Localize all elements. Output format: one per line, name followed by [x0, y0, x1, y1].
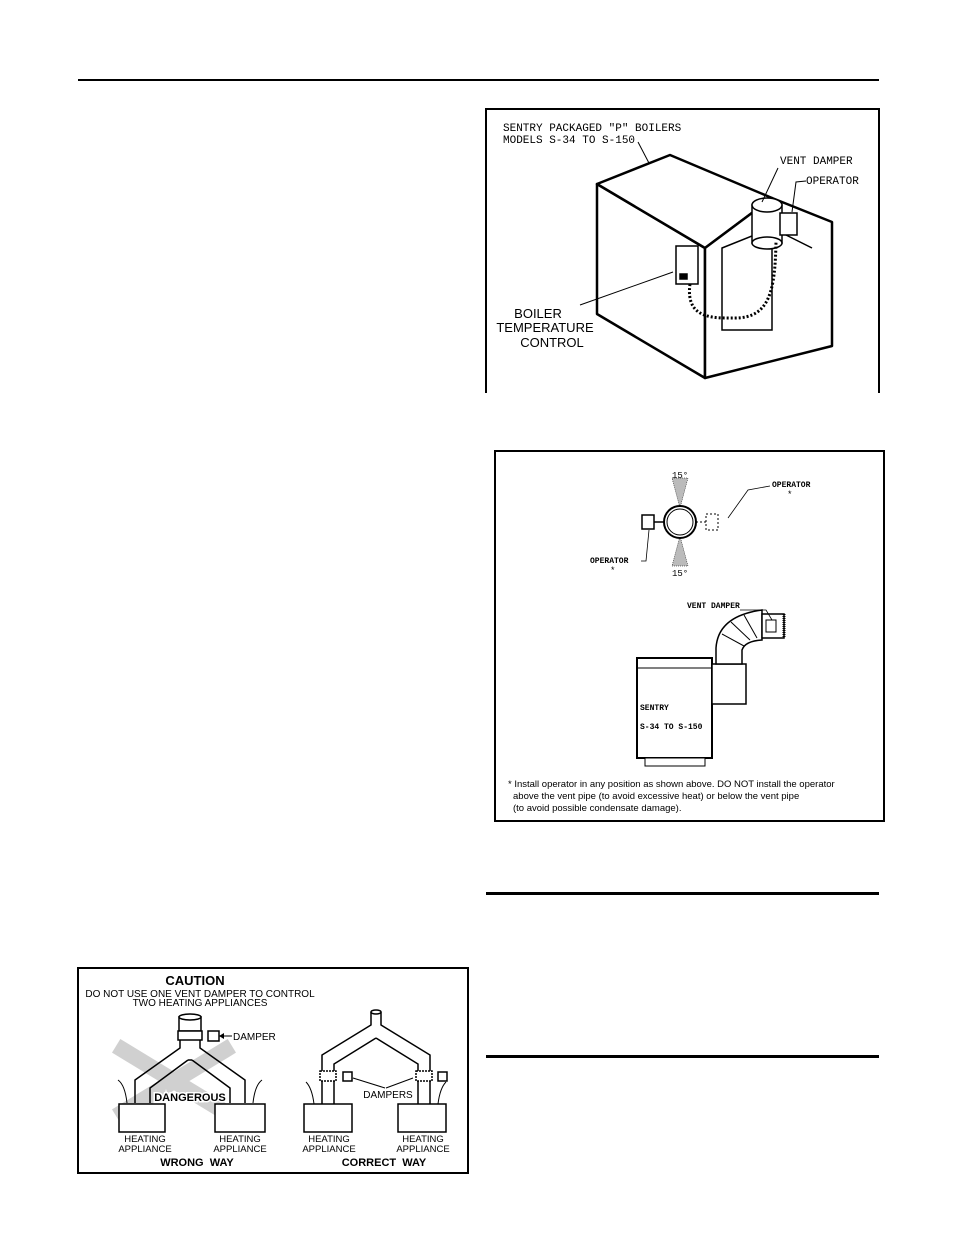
- figure1-title-line1: SENTRY PACKAGED "P" BOILERS: [503, 123, 682, 135]
- no-install-zone-bottom: [671, 535, 689, 567]
- boiler-models-label: S-34 TO S-150: [640, 723, 703, 732]
- operator-left-label: OPERATOR: [590, 557, 629, 566]
- install-note-line2: above the vent pipe (to avoid excessive …: [513, 791, 800, 802]
- operator-right-label: OPERATOR: [772, 481, 811, 490]
- section-rule-1: [486, 892, 879, 895]
- wrong-appliance-right-2: APPLIANCE: [213, 1144, 266, 1155]
- install-note: * Install operator in any position as sh…: [508, 779, 878, 815]
- boiler-name-label: SENTRY: [640, 704, 669, 713]
- damper-label: DAMPER: [233, 1032, 276, 1043]
- wrong-appliance-left-1: HEATING: [124, 1134, 166, 1145]
- figure1-vent-damper-label: VENT DAMPER: [780, 156, 853, 168]
- boiler-control-label-2: TEMPERATURE: [496, 320, 594, 335]
- control-cable: [688, 241, 778, 320]
- caution-line1: DO NOT USE ONE VENT DAMPER TO CONTROL: [85, 989, 315, 1000]
- dangerous-label: DANGEROUS: [154, 1092, 226, 1104]
- dampers-label: DAMPERS: [363, 1090, 413, 1101]
- operator-left-asterisk: *: [611, 565, 615, 575]
- correct-appliance-left-2: APPLIANCE: [302, 1144, 355, 1155]
- caution-line2: TWO HEATING APPLIANCES: [133, 998, 268, 1009]
- correct-way-diagram: [303, 1009, 448, 1133]
- figure1-title-line2: MODELS S-34 TO S-150: [503, 135, 635, 147]
- correct-way-label: CORRECT WAY: [342, 1157, 427, 1169]
- install-note-line3: (to avoid possible condensate damage).: [513, 803, 682, 814]
- correct-appliance-right-2: APPLIANCE: [396, 1144, 449, 1155]
- no-install-zone-top: [671, 477, 689, 509]
- wrong-appliance-right-1: HEATING: [219, 1134, 261, 1145]
- top-rule: [78, 79, 879, 81]
- figure2-vent-damper-label: VENT DAMPER: [687, 602, 740, 611]
- boiler-control-label-3: CONTROL: [520, 335, 584, 350]
- operator-right-asterisk: *: [788, 489, 792, 499]
- wrong-way-diagram: [112, 1013, 266, 1133]
- boiler-side-view: [636, 609, 786, 767]
- angle-bottom-label: 15°: [672, 569, 688, 579]
- caution-title: CAUTION: [165, 973, 224, 988]
- wrong-way-label: WRONG WAY: [160, 1157, 234, 1169]
- correct-appliance-right-1: HEATING: [402, 1134, 444, 1145]
- figure1-operator-label: OPERATOR: [806, 176, 859, 188]
- section-rule-2: [486, 1055, 879, 1058]
- operator-box: [779, 212, 798, 236]
- correct-appliance-left-1: HEATING: [308, 1134, 350, 1145]
- install-note-line1: * Install operator in any position as sh…: [508, 779, 835, 790]
- boiler-control-label-1: BOILER: [514, 306, 562, 321]
- angle-top-label: 15°: [672, 471, 688, 481]
- wrong-appliance-left-2: APPLIANCE: [118, 1144, 171, 1155]
